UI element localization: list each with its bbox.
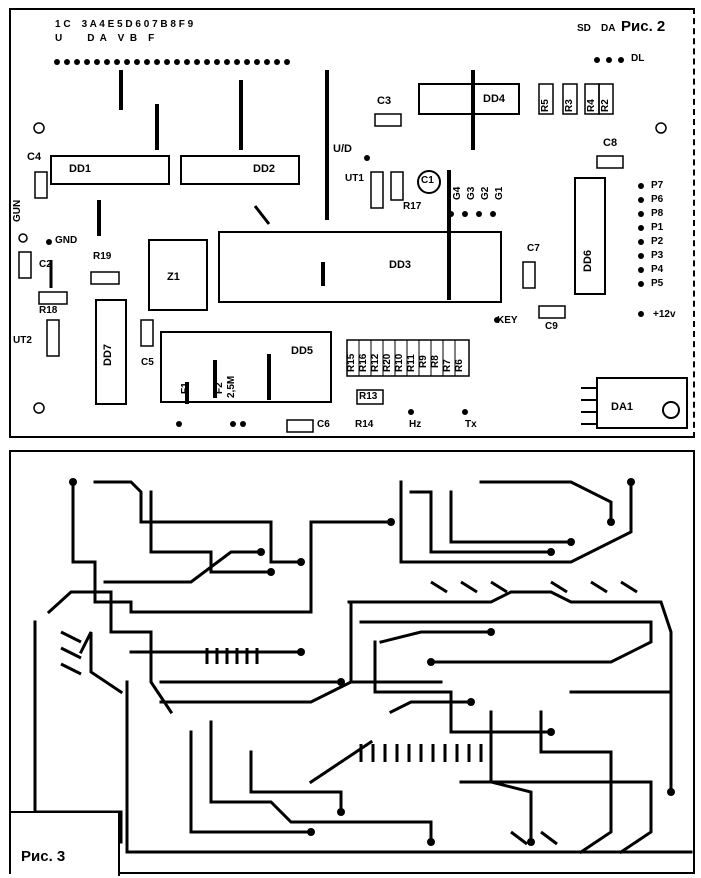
- label-c6: C6: [317, 419, 330, 430]
- label-dd4: DD4: [483, 93, 506, 105]
- label-r12: R12: [370, 353, 381, 372]
- label-dd3: DD3: [389, 259, 412, 271]
- da1-body: [596, 377, 688, 429]
- label-r5: R5: [540, 99, 551, 112]
- component-layout-panel: Рис. 2 1 C 3 A 4 E 5 D 6 0 7 B 8 F 9 U D…: [9, 8, 695, 438]
- dd5-body: [160, 331, 332, 403]
- label-sd: SD: [577, 23, 591, 34]
- label-g1: G1: [494, 186, 505, 200]
- label-g2: G2: [480, 186, 491, 200]
- trace-network: [33, 480, 693, 855]
- label-r8: R8: [430, 355, 441, 368]
- dd6-body: [574, 177, 606, 295]
- label-r6: R6: [454, 359, 465, 372]
- label-r9: R9: [418, 355, 429, 368]
- label-dd1: DD1: [69, 163, 92, 175]
- figure-2-title: Рис. 2: [621, 18, 666, 35]
- label-p2: P2: [651, 236, 664, 247]
- label-r2: R2: [600, 99, 611, 112]
- label-c7: C7: [527, 243, 540, 254]
- component-layout-drawing: [18, 57, 688, 433]
- pcb-traces-panel: Рис. 3: [9, 450, 695, 876]
- dd4-body: [418, 83, 520, 115]
- label-r14: R14: [355, 419, 374, 430]
- label-f2-value: 2,5M: [226, 375, 237, 398]
- dd7-body: [95, 299, 127, 405]
- label-p7: P7: [651, 180, 664, 191]
- label-da1: DA1: [611, 401, 634, 413]
- label-gun: GUN: [12, 199, 23, 222]
- label-r13: R13: [359, 391, 378, 402]
- label-c4: C4: [27, 151, 42, 163]
- label-p8: P8: [651, 208, 664, 219]
- label-r16: R16: [358, 353, 369, 372]
- label-p6: P6: [651, 194, 664, 205]
- label-f2: F2: [214, 382, 225, 394]
- label-da: DA: [601, 23, 616, 34]
- pin-rows: [60, 580, 638, 846]
- label-dl: DL: [631, 53, 645, 64]
- label-p3: P3: [651, 250, 664, 261]
- label-r20: R20: [382, 353, 393, 372]
- dd1-body: [50, 155, 170, 185]
- label-gnd: GND: [55, 235, 78, 246]
- resistor-array: [346, 339, 470, 377]
- label-r3: R3: [564, 99, 575, 112]
- label-p4: P4: [651, 264, 664, 275]
- label-r11: R11: [406, 354, 417, 372]
- label-r4: R4: [586, 99, 597, 112]
- label-g3: G3: [466, 186, 477, 200]
- label-r19: R19: [93, 251, 112, 262]
- label-c8: C8: [603, 137, 618, 149]
- label-ud: U/D: [333, 143, 352, 155]
- pcb-traces-drawing: [11, 478, 693, 876]
- label-ut2: UT2: [13, 335, 32, 346]
- label-dd6: DD6: [582, 249, 594, 272]
- label-c2: C2: [39, 259, 52, 270]
- label-c1: C1: [421, 175, 434, 186]
- label-hz: Hz: [409, 419, 422, 430]
- z1-body: [148, 239, 208, 311]
- header-pin-letters: U D A V B F: [55, 33, 155, 44]
- label-r18: R18: [39, 305, 58, 316]
- label-ut1: UT1: [345, 173, 364, 184]
- label-p5: P5: [651, 278, 664, 289]
- figure-3-title: Рис. 3: [21, 848, 66, 865]
- label-c3: C3: [377, 95, 392, 107]
- dd2-body: [180, 155, 300, 185]
- label-z1: Z1: [167, 271, 180, 283]
- label-c9: C9: [545, 321, 558, 332]
- label-r15: R15: [346, 353, 357, 372]
- dd3-body: [218, 231, 502, 303]
- label-dd7: DD7: [102, 343, 114, 366]
- label-r17: R17: [403, 201, 422, 212]
- label-dd5: DD5: [291, 345, 314, 357]
- label-p1: P1: [651, 222, 664, 233]
- label-g4: G4: [452, 186, 463, 200]
- title-notch: [11, 811, 120, 876]
- label-c5: C5: [141, 357, 154, 368]
- label-f1: F1: [180, 382, 191, 394]
- label-r10: R10: [394, 353, 405, 372]
- label-tx: Tx: [465, 419, 477, 430]
- label-r7: R7: [442, 359, 453, 372]
- header-pin-numbers: 1 C 3 A 4 E 5 D 6 0 7 B 8 F 9: [55, 19, 194, 30]
- label-key: KEY: [497, 315, 518, 326]
- label-12v: +12v: [653, 309, 676, 320]
- da1-hole: [662, 401, 680, 419]
- label-dd2: DD2: [253, 163, 276, 175]
- via-pads: [69, 478, 675, 846]
- pads: [46, 57, 644, 427]
